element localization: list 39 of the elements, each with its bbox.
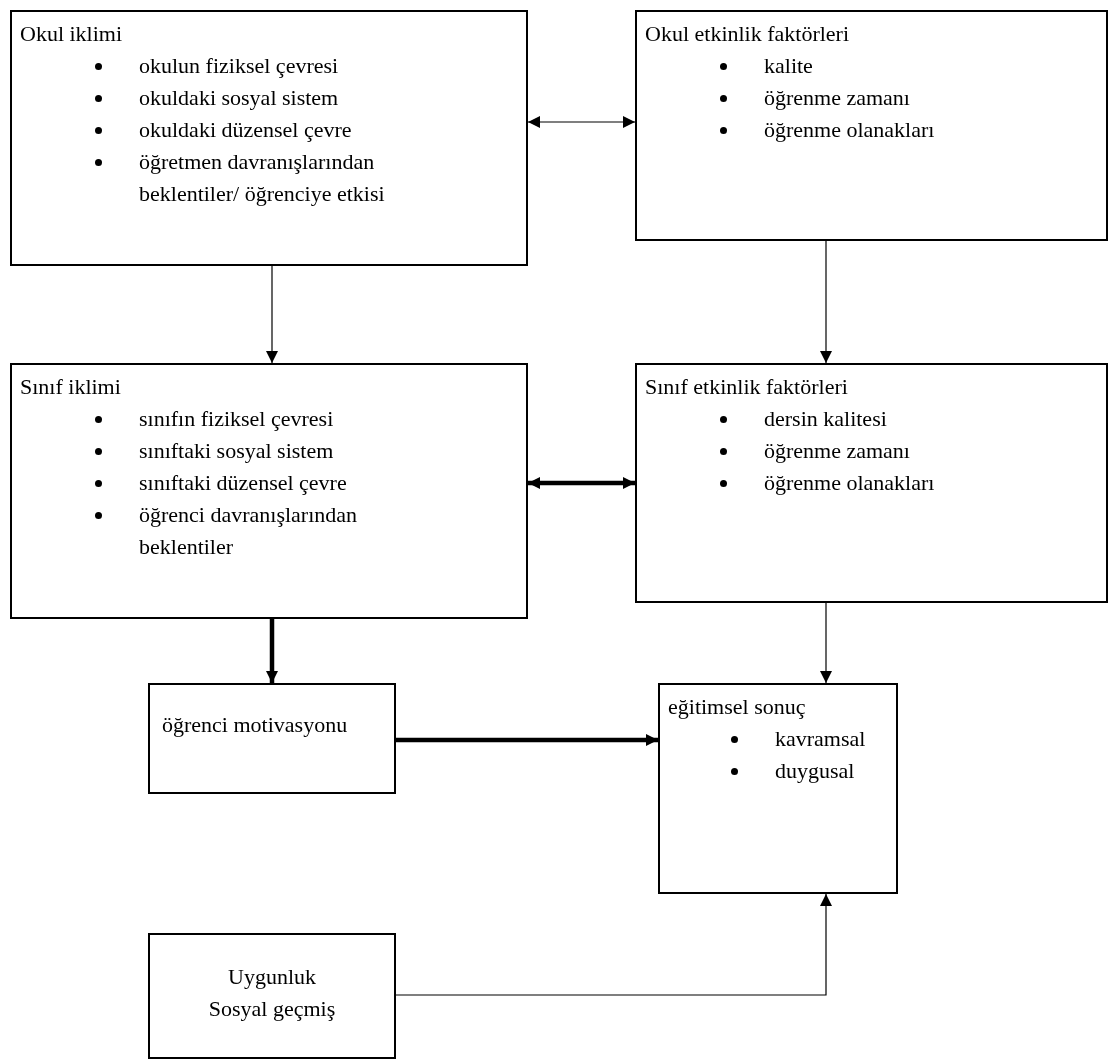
process-box (148, 683, 396, 794)
box-heading: Okul etkinlik faktörleri (645, 20, 851, 48)
list-item: okuldaki sosyal sistem (92, 82, 339, 114)
arrow (820, 602, 832, 684)
list-item: sınıftaki düzensel çevre (92, 467, 347, 499)
list-item: okulun fiziksel çevresi (92, 50, 339, 82)
arrow (528, 477, 635, 489)
box-heading: Okul iklimi (20, 20, 124, 48)
process-box (10, 363, 528, 619)
list-item: sınıftaki sosyal sistem (92, 435, 334, 467)
arrow (266, 265, 278, 364)
list-item: öğrenci davranışlarından beklentiler (92, 499, 422, 563)
list-item: kavramsal (728, 723, 866, 755)
list-item: duygusal (728, 755, 855, 787)
list-item: okuldaki düzensel çevre (92, 114, 352, 146)
node-text: Sosyal geçmiş (208, 995, 336, 1023)
list-item: sınıfın fiziksel çevresi (92, 403, 334, 435)
arrow (820, 240, 832, 364)
box-heading: Sınıf etkinlik faktörleri (645, 373, 849, 401)
process-box (10, 10, 528, 266)
list-item: dersin kalitesi (717, 403, 887, 435)
list-item: kalite (717, 50, 813, 82)
box-heading: eğitimsel sonuç (668, 693, 807, 721)
node-text: Uygunluk (228, 963, 316, 991)
arrow (266, 619, 278, 683)
list-item: öğrenme zamanı (717, 82, 910, 114)
list-item: öğrenme olanakları (717, 114, 935, 146)
list-item: öğrenme olanakları (717, 467, 935, 499)
arrow (527, 116, 636, 128)
process-box (635, 363, 1108, 603)
arrow (395, 893, 832, 996)
box-heading: öğrenci motivasyonu (162, 711, 348, 739)
process-box (635, 10, 1108, 241)
list-item: öğretmen davranışlarından beklentiler/ öğrenciye etkisi (92, 146, 422, 210)
arrow (396, 734, 658, 746)
box-heading: Sınıf iklimi (20, 373, 122, 401)
process-box (658, 683, 898, 894)
list-item: öğrenme zamanı (717, 435, 910, 467)
process-box (148, 933, 396, 1059)
